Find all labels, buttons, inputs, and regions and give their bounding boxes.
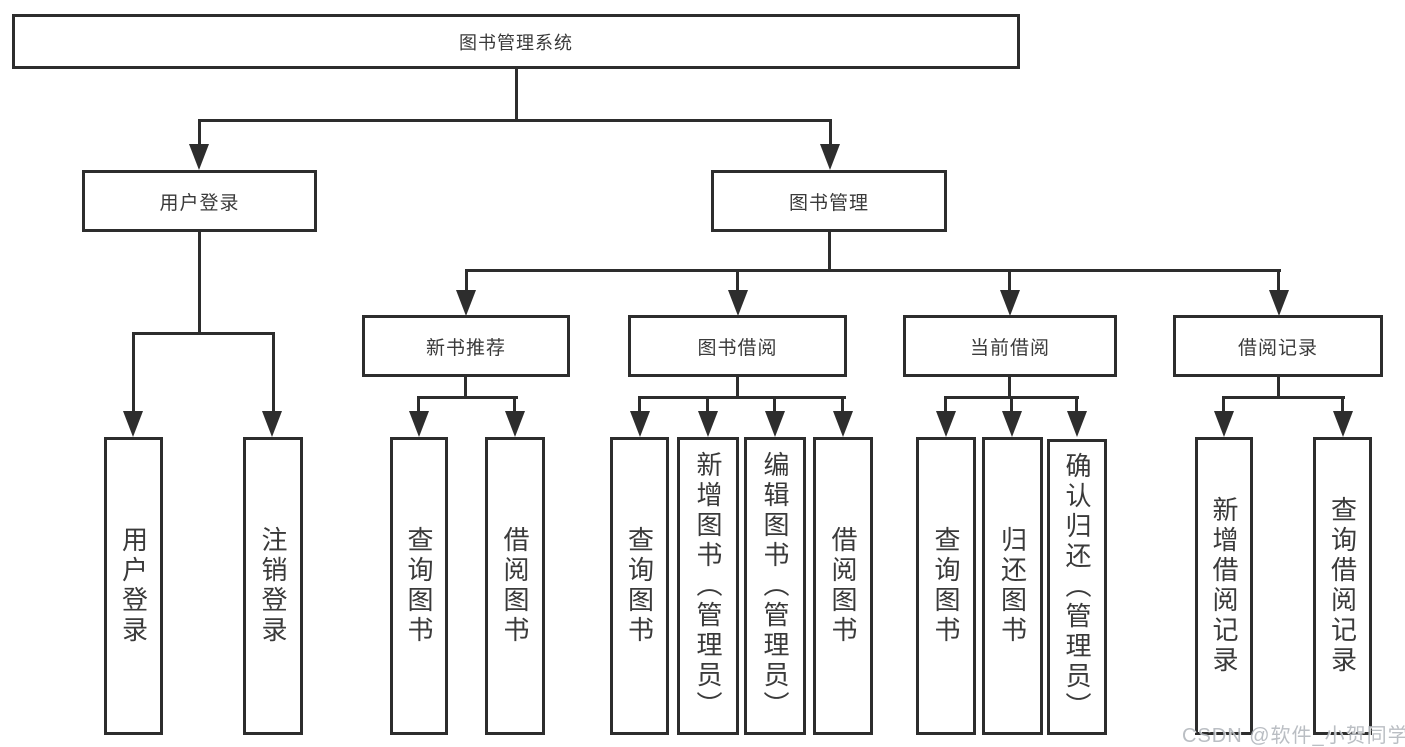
connector-line bbox=[1277, 377, 1280, 399]
connector-line bbox=[1222, 396, 1345, 399]
connector-line bbox=[515, 66, 518, 122]
leaf-query-borrow-record: 查询借阅记录 bbox=[1313, 437, 1372, 735]
node-book-borrowing: 图书借阅 bbox=[628, 315, 847, 377]
connector-line bbox=[773, 396, 776, 413]
node-new-book-recommendation: 新书推荐 bbox=[362, 315, 570, 377]
leaf-query-books-current: 查询图书 bbox=[916, 437, 976, 735]
connector-arrowhead bbox=[1333, 411, 1353, 437]
connector-line bbox=[638, 396, 641, 413]
connector-arrowhead bbox=[1067, 411, 1087, 437]
connector-arrowhead bbox=[1002, 411, 1022, 437]
connector-line bbox=[417, 396, 518, 399]
connector-line bbox=[1341, 396, 1344, 413]
node-current-borrowing: 当前借阅 bbox=[903, 315, 1117, 377]
connector-line bbox=[132, 332, 135, 414]
connector-arrowhead bbox=[820, 144, 840, 170]
connector-arrowhead bbox=[728, 290, 748, 316]
connector-line bbox=[1075, 396, 1078, 413]
node-book-management: 图书管理 bbox=[711, 170, 947, 232]
connector-arrowhead bbox=[833, 411, 853, 437]
connector-line bbox=[198, 119, 832, 122]
node-user-login: 用户登录 bbox=[82, 170, 317, 232]
connector-line bbox=[706, 396, 709, 413]
connector-line bbox=[465, 269, 468, 293]
leaf-edit-books-admin: 编辑图书（管理员） bbox=[744, 437, 806, 735]
connector-line bbox=[829, 119, 832, 149]
connector-line bbox=[841, 396, 844, 413]
node-library-management-system: 图书管理系统 bbox=[12, 14, 1020, 69]
leaf-confirm-return-admin: 确认归还（管理员） bbox=[1047, 439, 1107, 735]
connector-line bbox=[272, 332, 275, 414]
connector-line bbox=[944, 396, 947, 413]
connector-line bbox=[638, 396, 846, 399]
connector-line bbox=[1008, 377, 1011, 399]
connector-line bbox=[828, 232, 831, 272]
connector-line bbox=[1277, 269, 1280, 293]
connector-line bbox=[513, 396, 516, 413]
connector-arrowhead bbox=[189, 144, 209, 170]
connector-line bbox=[736, 269, 739, 293]
connector-line bbox=[132, 332, 275, 335]
connector-arrowhead bbox=[1000, 290, 1020, 316]
connector-arrowhead bbox=[630, 411, 650, 437]
connector-arrowhead bbox=[1269, 290, 1289, 316]
connector-line bbox=[417, 396, 420, 413]
leaf-query-books-recommend: 查询图书 bbox=[390, 437, 448, 735]
connector-arrowhead bbox=[698, 411, 718, 437]
leaf-return-books: 归还图书 bbox=[982, 437, 1043, 735]
connector-arrowhead bbox=[262, 411, 282, 437]
connector-line bbox=[464, 377, 467, 399]
connector-arrowhead bbox=[936, 411, 956, 437]
connector-line bbox=[1222, 396, 1225, 413]
leaf-logout: 注销登录 bbox=[243, 437, 303, 735]
connector-line bbox=[1010, 396, 1013, 413]
connector-arrowhead bbox=[409, 411, 429, 437]
connector-arrowhead bbox=[456, 290, 476, 316]
leaf-borrow-books-recommend: 借阅图书 bbox=[485, 437, 545, 735]
connector-arrowhead bbox=[765, 411, 785, 437]
connector-line bbox=[465, 269, 1281, 272]
connector-arrowhead bbox=[505, 411, 525, 437]
leaf-add-books-admin: 新增图书（管理员） bbox=[677, 437, 739, 735]
connector-line bbox=[198, 232, 201, 335]
connector-arrowhead bbox=[123, 411, 143, 437]
leaf-add-borrow-record: 新增借阅记录 bbox=[1195, 437, 1253, 735]
connector-arrowhead bbox=[1214, 411, 1234, 437]
leaf-user-login: 用户登录 bbox=[104, 437, 163, 735]
leaf-query-books-borrowing: 查询图书 bbox=[610, 437, 669, 735]
csdn-watermark: CSDN @软件_小贺同学 bbox=[1182, 725, 1405, 747]
connector-line bbox=[736, 377, 739, 399]
node-borrowing-records: 借阅记录 bbox=[1173, 315, 1383, 377]
connector-line bbox=[1008, 269, 1011, 293]
leaf-borrow-books: 借阅图书 bbox=[813, 437, 873, 735]
connector-line bbox=[198, 119, 201, 149]
